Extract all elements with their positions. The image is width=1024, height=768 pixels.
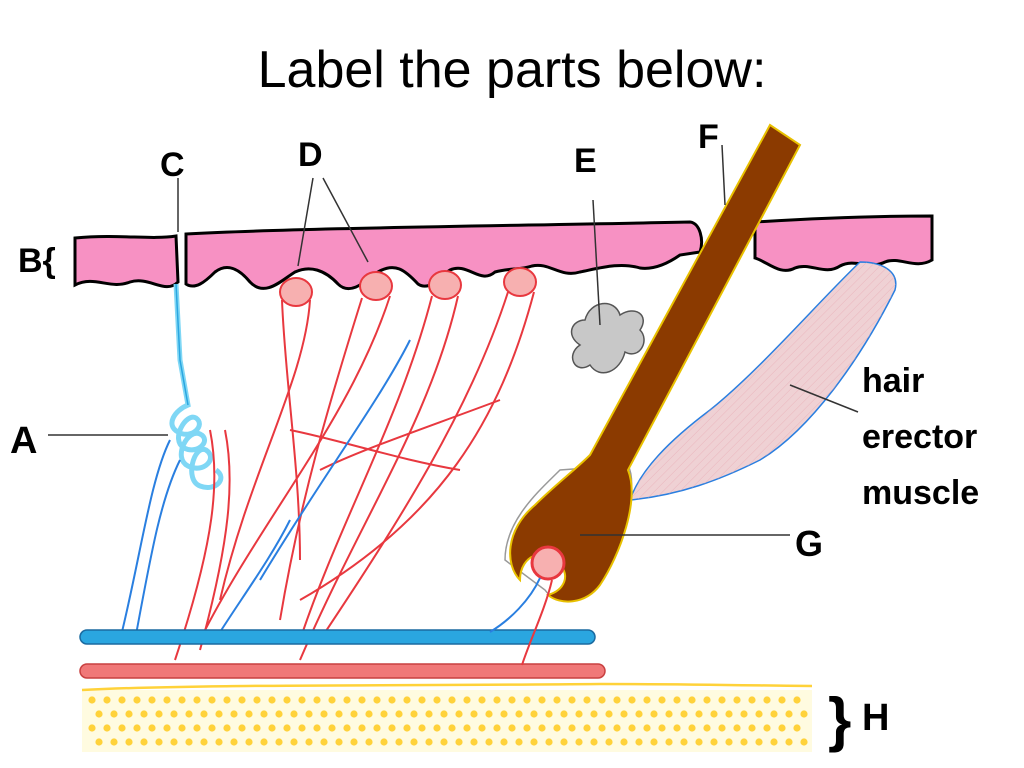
papilla-vessel-blue bbox=[489, 577, 541, 633]
hair-shaft bbox=[509, 123, 802, 603]
sweat-duct-inner bbox=[175, 283, 189, 406]
label-c: C bbox=[160, 146, 185, 184]
label-f: F bbox=[698, 118, 719, 156]
sweat-duct bbox=[169, 283, 224, 490]
label-h: H bbox=[862, 697, 889, 739]
leader-lines bbox=[48, 144, 859, 536]
sebaceous-gland bbox=[570, 302, 645, 374]
muscle-label-line3: muscle bbox=[862, 474, 979, 512]
label-g: G bbox=[795, 523, 823, 564]
label-a: A bbox=[10, 420, 37, 462]
muscle-label-line1: hair bbox=[862, 362, 924, 400]
epidermis-layer-right bbox=[753, 214, 934, 272]
epidermis-layer bbox=[73, 234, 180, 289]
main-vein bbox=[79, 629, 596, 645]
fat-globules bbox=[88, 696, 808, 746]
label-h-brace: } bbox=[828, 686, 851, 753]
epidermis-layer-main bbox=[184, 220, 704, 291]
arterioles bbox=[174, 291, 535, 661]
papilla-vessel-red bbox=[521, 579, 553, 666]
slide-title: Label the parts below: bbox=[257, 41, 767, 99]
venules bbox=[119, 339, 411, 641]
label-d: D bbox=[298, 136, 323, 174]
label-b: B{ bbox=[18, 242, 56, 280]
label-e: E bbox=[574, 142, 597, 180]
muscle-label-line2: erector bbox=[862, 418, 977, 456]
main-artery bbox=[79, 663, 606, 679]
hair-papilla bbox=[530, 545, 566, 581]
capillary-loops bbox=[279, 267, 537, 307]
